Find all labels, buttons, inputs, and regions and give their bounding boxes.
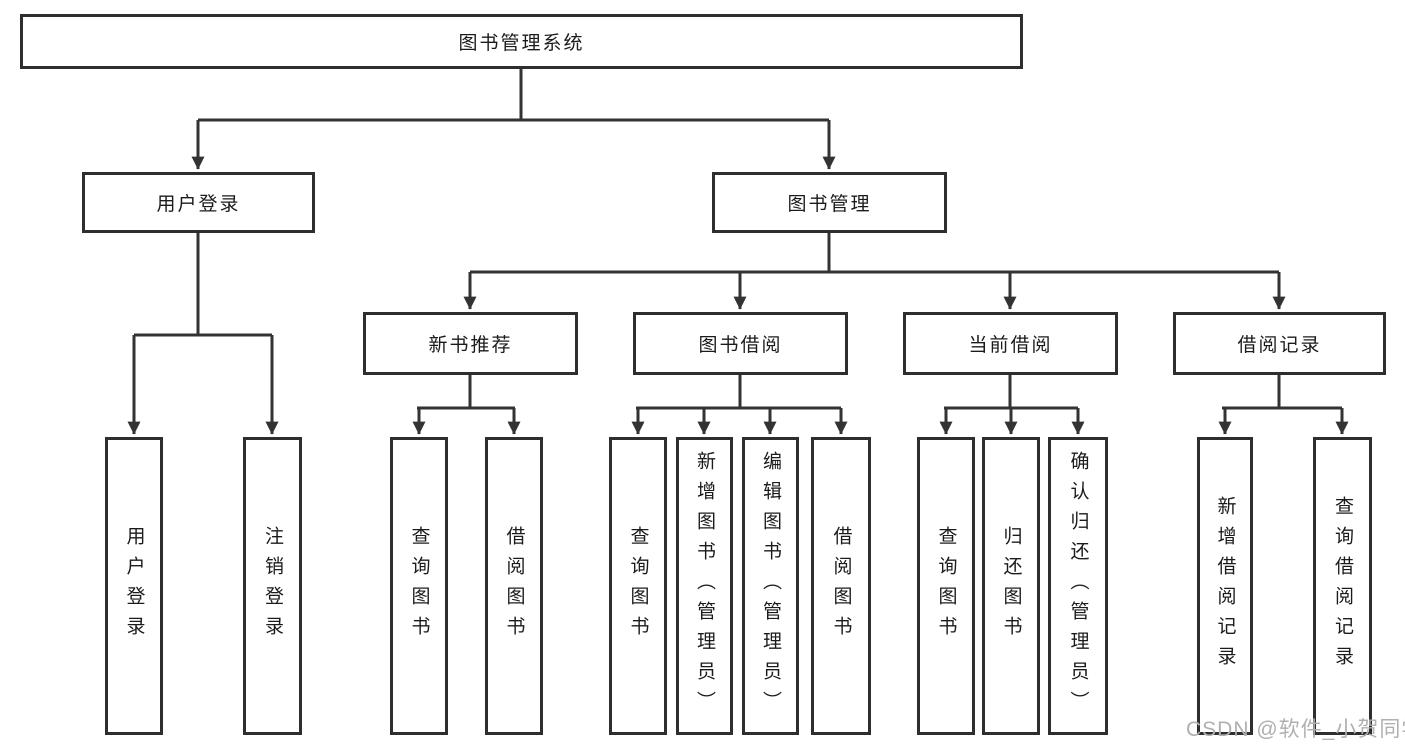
leaf-borrow-book-2: 借阅图书 [811,437,871,735]
leaf-user-login: 用户登录 [105,437,163,735]
node-new-book-recommend: 新书推荐 [363,312,578,375]
node-book-management: 图书管理 [712,172,947,233]
leaf-confirm-return: 确认归还（管理员） [1048,437,1108,735]
node-current-borrow: 当前借阅 [903,312,1118,375]
node-user-login: 用户登录 [82,172,315,233]
leaf-add-borrow-record: 新增借阅记录 [1197,437,1253,735]
leaf-return-book: 归还图书 [982,437,1040,735]
leaf-borrow-book-1: 借阅图书 [485,437,543,735]
leaf-query-book-3: 查询图书 [917,437,975,735]
leaf-query-borrow-record: 查询借阅记录 [1313,437,1372,735]
leaf-edit-book: 编辑图书（管理员） [742,437,799,735]
node-borrow-records: 借阅记录 [1173,312,1386,375]
watermark: CSDN @软件_小贺同学 [1186,718,1405,741]
connector-segments [134,69,1342,410]
leaf-logout: 注销登录 [243,437,302,735]
node-root: 图书管理系统 [20,14,1023,69]
leaf-add-book: 新增图书（管理员） [676,437,733,735]
node-book-borrow: 图书借阅 [633,312,848,375]
leaf-query-book-2: 查询图书 [609,437,667,735]
leaf-query-book-1: 查询图书 [390,437,448,735]
